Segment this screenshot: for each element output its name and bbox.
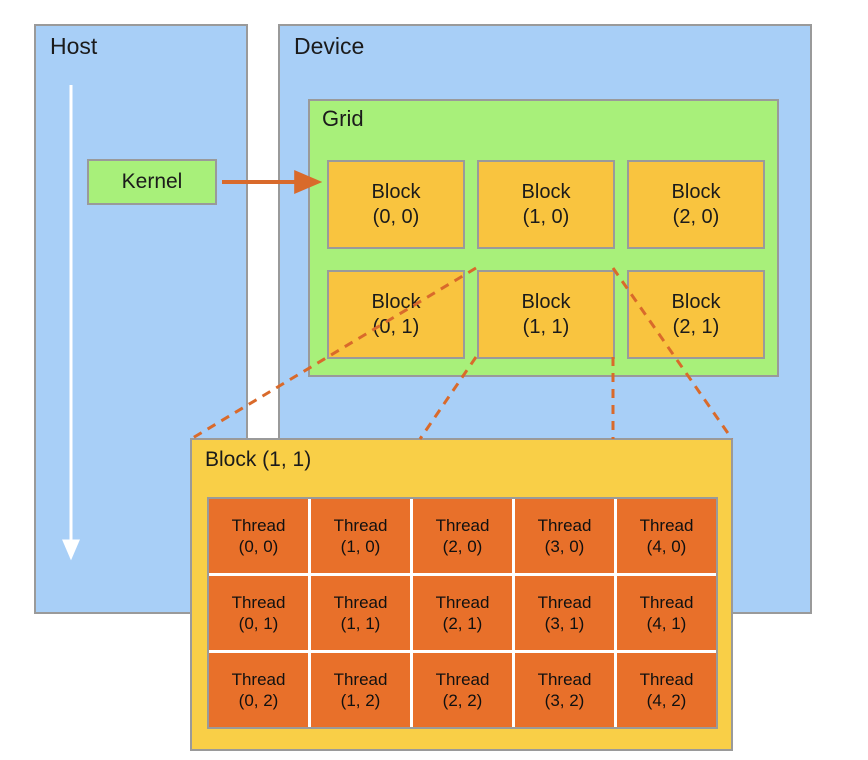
thread-name: Thread [639,592,694,612]
device-title: Device [294,33,365,59]
thread-name: Thread [333,592,388,612]
thread-name: Thread [639,669,694,689]
thread-coord: (2, 1) [442,614,483,633]
thread-coord: (4, 0) [646,537,687,556]
block-tile-0-0[interactable]: Block (0, 0) [327,160,465,249]
block-name: Block [521,291,571,313]
thread-cell[interactable]: Thread (1, 1) [311,576,410,650]
thread-coord: (0, 0) [238,537,279,556]
thread-cell[interactable]: Thread (0, 2) [209,653,308,727]
block-name: Block [671,291,721,313]
thread-coord: (1, 0) [340,537,381,556]
thread-cell[interactable]: Thread (3, 0) [515,499,614,573]
block-coord: (0, 1) [372,316,420,338]
block-coord: (0, 0) [372,206,420,228]
thread-name: Thread [435,669,490,689]
thread-cell[interactable]: Thread (3, 2) [515,653,614,727]
thread-coord: (0, 2) [238,691,279,710]
thread-cell[interactable]: Thread (3, 1) [515,576,614,650]
thread-coord: (2, 0) [442,537,483,556]
thread-name: Thread [231,515,286,535]
thread-cell[interactable]: Thread (0, 0) [209,499,308,573]
block-tile-0-1[interactable]: Block (0, 1) [327,270,465,359]
thread-cell[interactable]: Thread (4, 1) [617,576,716,650]
thread-name: Thread [537,592,592,612]
block-tile-1-1[interactable]: Block (1, 1) [477,270,615,359]
thread-name: Thread [333,669,388,689]
kernel-box[interactable]: Kernel [87,159,217,205]
thread-coord: (1, 1) [340,614,381,633]
thread-coord: (3, 2) [544,691,585,710]
block-name: Block [671,181,721,203]
thread-coord: (3, 1) [544,614,585,633]
thread-cell[interactable]: Thread (4, 2) [617,653,716,727]
block-tile-2-0[interactable]: Block (2, 0) [627,160,765,249]
thread-cell[interactable]: Thread (1, 0) [311,499,410,573]
kernel-label: Kernel [121,170,183,193]
thread-name: Thread [231,669,286,689]
thread-coord: (3, 0) [544,537,585,556]
thread-cell[interactable]: Thread (4, 0) [617,499,716,573]
thread-cell[interactable]: Thread (0, 1) [209,576,308,650]
grid-title: Grid [322,106,364,131]
thread-name: Thread [231,592,286,612]
thread-grid: Thread (0, 0) Thread (1, 0) Thread (2, 0… [207,497,718,729]
thread-coord: (1, 2) [340,691,381,710]
host-title: Host [50,33,98,59]
thread-name: Thread [435,592,490,612]
thread-cell[interactable]: Thread (1, 2) [311,653,410,727]
thread-name: Thread [435,515,490,535]
block-detail-panel: Block (1, 1) Thread (0, 0) Thread (1, 0)… [190,438,733,751]
thread-name: Thread [537,515,592,535]
thread-cell[interactable]: Thread (2, 1) [413,576,512,650]
thread-coord: (4, 2) [646,691,687,710]
thread-coord: (0, 1) [238,614,279,633]
block-tile-2-1[interactable]: Block (2, 1) [627,270,765,359]
thread-name: Thread [537,669,592,689]
block-name: Block [371,181,421,203]
thread-coord: (2, 2) [442,691,483,710]
block-name: Block [371,291,421,313]
thread-cell[interactable]: Thread (2, 0) [413,499,512,573]
thread-coord: (4, 1) [646,614,687,633]
block-coord: (2, 1) [672,316,720,338]
grid-box: Grid Block (0, 0) Block (1, 0) Block (2,… [308,99,779,377]
block-detail-title: Block (1, 1) [205,448,312,471]
thread-name: Thread [333,515,388,535]
block-coord: (1, 0) [522,206,570,228]
block-coord: (1, 1) [522,316,570,338]
block-name: Block [521,181,571,203]
thread-cell[interactable]: Thread (2, 2) [413,653,512,727]
block-tile-1-0[interactable]: Block (1, 0) [477,160,615,249]
block-coord: (2, 0) [672,206,720,228]
thread-name: Thread [639,515,694,535]
